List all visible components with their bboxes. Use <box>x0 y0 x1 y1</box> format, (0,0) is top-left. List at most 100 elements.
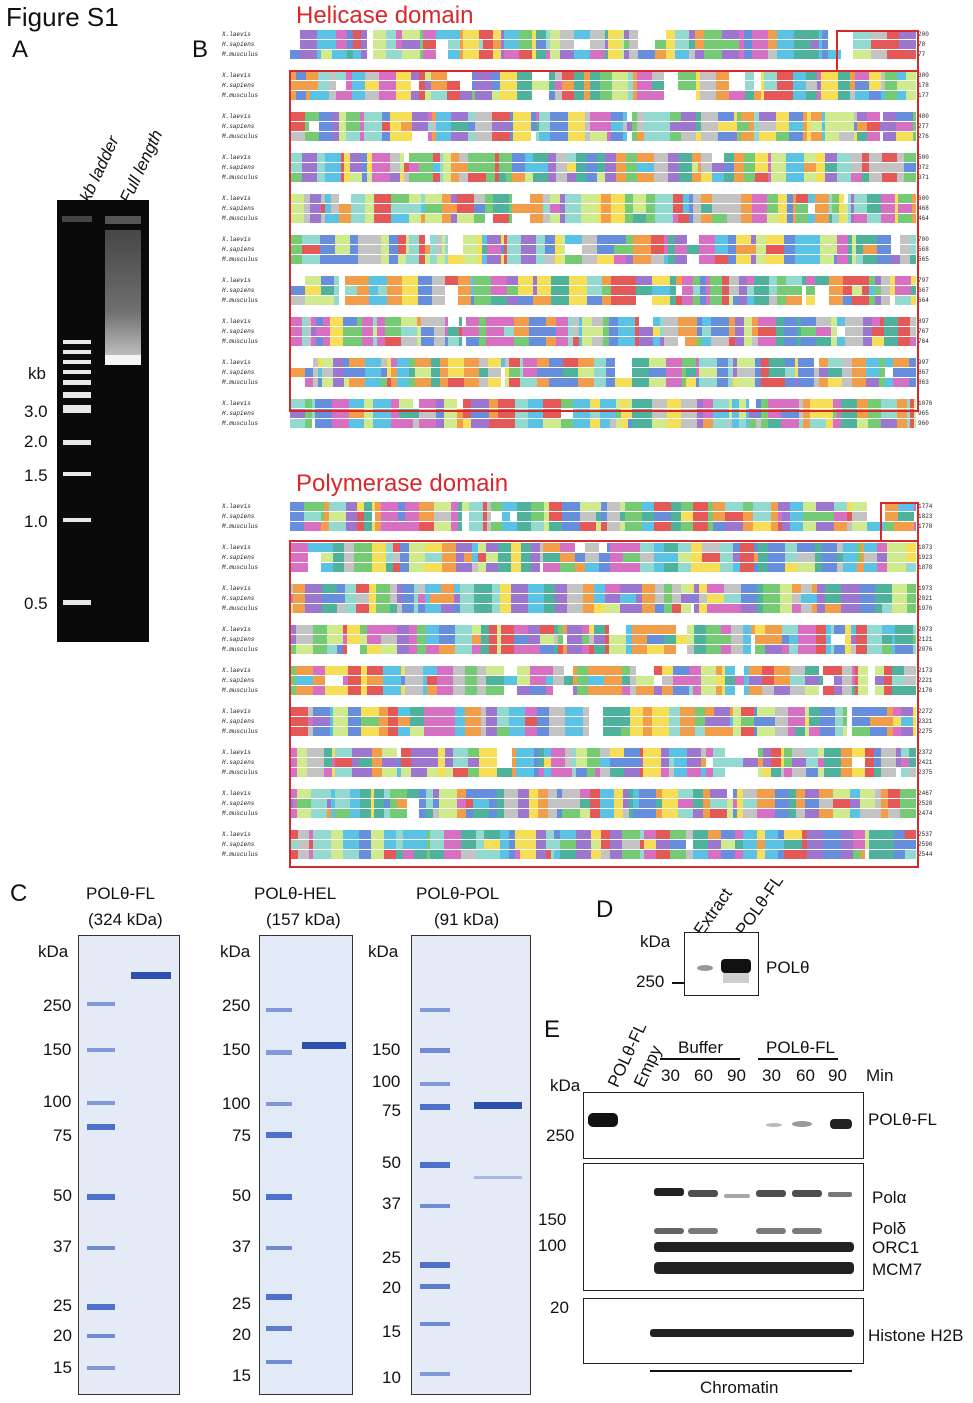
e-unit: kDa <box>550 1076 581 1095</box>
polymerase-residue-row <box>290 748 916 777</box>
panel-b-label: B <box>192 36 209 63</box>
polymerase-residue-row <box>290 666 916 695</box>
polymerase-residue-row <box>290 707 916 736</box>
polymerase-position-number: 2221 <box>918 677 933 684</box>
helicase-species-label: H.sapiens <box>222 164 255 171</box>
helicase-species-label: M.musculus <box>222 338 259 345</box>
gel-fl-bands <box>87 972 171 1370</box>
polymerase-position-number: 1923 <box>918 554 933 561</box>
helicase-species-label: X.laevis <box>222 400 251 407</box>
polymerase-species-label: M.musculus <box>222 523 259 530</box>
panel-e-label: E <box>544 1016 561 1043</box>
helicase-position-number: 960 <box>918 420 929 427</box>
polymerase-position-number: 2375 <box>918 769 933 776</box>
polymerase-species-label: H.sapiens <box>222 800 255 807</box>
helicase-position-number: 468 <box>918 205 929 212</box>
agarose-gel-bands <box>62 216 141 605</box>
e-buffer-line <box>660 1058 740 1060</box>
gel-pol-size: (91 kDa) <box>434 910 500 929</box>
helicase-species-label: H.sapiens <box>222 287 255 294</box>
polymerase-domain-box <box>289 540 919 868</box>
e-marker-250: 250 <box>546 1126 575 1145</box>
gel-fl-marker-75: 75 <box>53 1126 72 1145</box>
polymerase-species-label: M.musculus <box>222 646 259 653</box>
e-blot-top <box>583 1092 864 1159</box>
d-band-label: POLθ <box>766 958 810 977</box>
polymerase-species-label: X.laevis <box>222 626 251 633</box>
polymerase-species-label: X.laevis <box>222 667 251 674</box>
polymerase-position-number: 2073 <box>918 626 933 633</box>
helicase-species-label: H.sapiens <box>222 328 255 335</box>
polymerase-species-label: H.sapiens <box>222 718 255 725</box>
helicase-position-number: 200 <box>918 31 929 38</box>
gel-fl-marker-37: 37 <box>53 1237 72 1256</box>
polymerase-species-label: H.sapiens <box>222 636 255 643</box>
e-time-5: 60 <box>796 1066 815 1085</box>
gel-fl-unit: kDa <box>38 942 69 961</box>
helicase-species-label: M.musculus <box>222 297 259 304</box>
polymerase-position-number: 1873 <box>918 544 933 551</box>
d-marker-250: 250 <box>636 972 665 991</box>
gel-fl-marker-50: 50 <box>53 1186 72 1205</box>
helicase-residue-row <box>290 317 916 346</box>
polymerase-species-label: X.laevis <box>222 503 251 510</box>
polymerase-residue-row <box>290 625 916 654</box>
helicase-position-number: 400 <box>918 113 929 120</box>
gel-hel-marker-50: 50 <box>232 1186 251 1205</box>
helicase-position-number: 78 <box>918 41 926 48</box>
helicase-position-number: 664 <box>918 297 929 304</box>
helicase-residue-row <box>290 235 916 264</box>
polymerase-position-number: 2275 <box>918 728 933 735</box>
e-chromatin-line <box>650 1370 852 1372</box>
e-blot-mid-bands <box>654 1188 854 1274</box>
gel-hel-unit: kDa <box>220 942 251 961</box>
polymerase-residue-row <box>290 502 916 531</box>
gel-pol <box>411 935 531 1395</box>
helicase-species-label: H.sapiens <box>222 369 255 376</box>
e-polq-line <box>758 1058 838 1060</box>
marker-1-0: 1.0 <box>24 512 48 531</box>
helicase-position-number: 178 <box>918 82 929 89</box>
helicase-species-label: H.sapiens <box>222 82 255 89</box>
polymerase-position-number: 2537 <box>918 831 933 838</box>
e-time-6: 90 <box>828 1066 847 1085</box>
polymerase-title: Polymerase domain <box>296 470 509 497</box>
helicase-position-number: 300 <box>918 72 929 79</box>
e-time-3: 90 <box>727 1066 746 1085</box>
polymerase-species-label: H.sapiens <box>222 841 255 848</box>
helicase-species-label: H.sapiens <box>222 41 255 48</box>
polymerase-species-label: X.laevis <box>222 544 251 551</box>
helicase-box-start <box>836 30 919 70</box>
gel-pol-marker-150: 150 <box>372 1040 401 1059</box>
helicase-species-label: X.laevis <box>222 113 251 120</box>
e-group-polq-fl: POLθ-FL <box>766 1038 835 1057</box>
gel-fl-marker-250: 250 <box>43 996 72 1015</box>
e-band-pold: Polδ <box>872 1219 907 1238</box>
helicase-position-number: 667 <box>918 287 929 294</box>
gel-pol-name: POLθ-POL <box>416 884 500 903</box>
polymerase-position-number: 2321 <box>918 718 933 725</box>
helicase-position-number: 568 <box>918 246 929 253</box>
gel-hel-marker-37: 37 <box>232 1237 251 1256</box>
e-group-buffer: Buffer <box>678 1038 724 1057</box>
polymerase-species-label: X.laevis <box>222 708 251 715</box>
e-marker-100: 100 <box>538 1236 567 1255</box>
helicase-position-number: 464 <box>918 215 929 222</box>
polymerase-position-number: 2421 <box>918 759 933 766</box>
polymerase-position-number: 2272 <box>918 708 933 715</box>
polymerase-position-number: 2176 <box>918 687 933 694</box>
helicase-residue-row <box>290 30 916 59</box>
helicase-residue-row <box>290 112 916 141</box>
polymerase-species-label: M.musculus <box>222 687 259 694</box>
polymerase-position-number: 1973 <box>918 585 933 592</box>
gel-pol-unit: kDa <box>368 942 399 961</box>
polymerase-position-number: 2021 <box>918 595 933 602</box>
helicase-species-label: M.musculus <box>222 92 259 99</box>
gel-hel-name: POLθ-HEL <box>254 884 337 903</box>
e-blot-bottom-bands <box>650 1329 854 1337</box>
gel-pol-marker-25: 25 <box>382 1248 401 1267</box>
helicase-position-number: 897 <box>918 318 929 325</box>
gel-hel-marker-15: 15 <box>232 1366 251 1385</box>
